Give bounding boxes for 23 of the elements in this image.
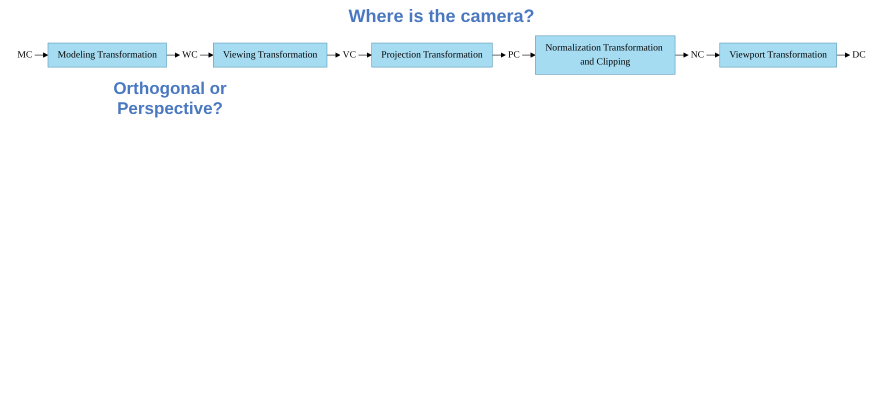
arrow <box>706 52 720 58</box>
arrow <box>358 52 372 58</box>
node-box: Modeling Transformation <box>48 42 167 68</box>
arrow <box>836 52 850 58</box>
node-text: WC <box>182 50 198 60</box>
note: Orthogonal or Perspective? <box>112 79 228 120</box>
arrow <box>674 52 689 58</box>
node-box: Normalization Transformation and Clipping <box>535 36 676 75</box>
arrow <box>326 52 340 58</box>
arrow <box>166 52 180 58</box>
node-text: DC <box>852 50 866 60</box>
node-box: Viewing Transformation <box>213 42 328 68</box>
arrow <box>522 52 536 58</box>
title: Where is the camera? <box>347 6 536 27</box>
node-text: NC <box>690 50 704 60</box>
node-text: MC <box>17 50 32 60</box>
arrow <box>492 52 506 58</box>
node-box: Viewport Transformation <box>719 42 837 68</box>
arrow <box>34 52 48 58</box>
node-text: VC <box>342 50 356 60</box>
arrow <box>200 52 214 58</box>
node-text: PC <box>508 50 520 60</box>
node-box: Projection Transformation <box>371 42 493 68</box>
